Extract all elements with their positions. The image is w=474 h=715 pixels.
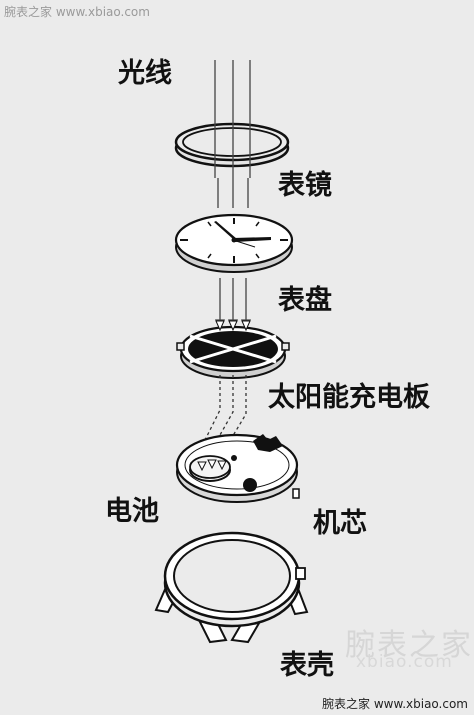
watermark-top: 腕表之家 www.xbiao.com bbox=[4, 5, 150, 19]
watch-case bbox=[154, 531, 309, 644]
label-battery: 电池 bbox=[105, 496, 159, 527]
label-movement: 机芯 bbox=[313, 508, 367, 539]
crystal-ring bbox=[174, 96, 290, 178]
label-dial: 表盘 bbox=[278, 285, 332, 316]
label-light: 光线 bbox=[118, 58, 172, 89]
label-solar-panel: 太阳能充电板 bbox=[268, 382, 430, 413]
solar-panel bbox=[176, 320, 290, 379]
watermark-logo: 腕表之家 bbox=[345, 628, 473, 663]
label-case: 表壳 bbox=[280, 650, 334, 681]
dial-disc bbox=[174, 213, 294, 273]
movement bbox=[175, 433, 300, 503]
battery-cell bbox=[189, 455, 231, 482]
watermark-bottom: 腕表之家 www.xbiao.com bbox=[322, 697, 468, 711]
label-crystal: 表镜 bbox=[278, 170, 332, 201]
watermark-logo-sub: xbiao.com bbox=[356, 652, 453, 672]
